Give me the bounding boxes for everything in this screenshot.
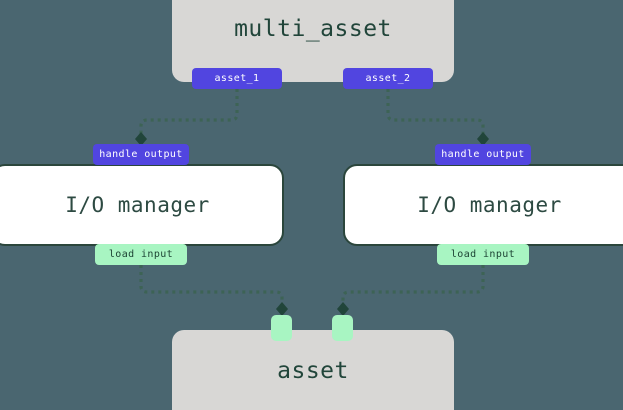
io-manager-label-left: I/O manager [65, 193, 210, 217]
asset-input-handle-1[interactable] [271, 315, 292, 341]
badge-handle-output-left[interactable]: handle output [93, 144, 189, 165]
badge-asset-1[interactable]: asset_1 [192, 68, 282, 89]
asset-input-handle-2[interactable] [332, 315, 353, 341]
badge-load-input-right[interactable]: load input [437, 244, 529, 265]
edge-load-input-left-to-asset-handle-1 [139, 265, 284, 308]
badge-load-input-left[interactable]: load input [95, 244, 187, 265]
asset-label: asset [277, 358, 349, 384]
multi-asset-label: multi_asset [234, 16, 392, 42]
badge-asset-2[interactable]: asset_2 [343, 68, 433, 89]
edge-asset1-to-handle-output-left [139, 89, 239, 138]
io-manager-node-right[interactable]: I/O manager [343, 164, 623, 246]
edge-arrowhead-asset-handle-1 [276, 302, 288, 316]
asset-node[interactable]: asset [172, 330, 454, 410]
badge-handle-output-right[interactable]: handle output [435, 144, 531, 165]
io-manager-node-left[interactable]: I/O manager [0, 164, 284, 246]
io-manager-label-right: I/O manager [417, 193, 562, 217]
edge-load-input-right-to-asset-handle-2 [341, 265, 485, 308]
edge-arrowhead-asset-handle-2 [337, 302, 349, 316]
edge-asset2-to-handle-output-right [386, 89, 485, 138]
